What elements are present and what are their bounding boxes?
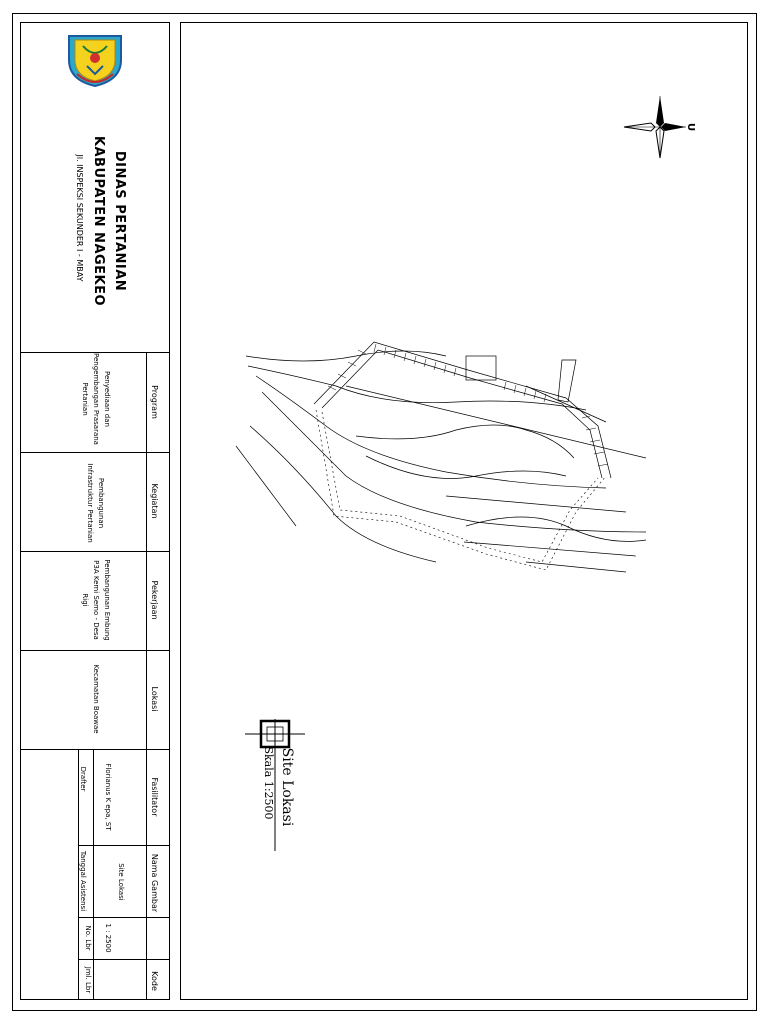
divider	[78, 959, 170, 960]
pekerjaan-value: P3A Kemi Semo - Desa	[92, 560, 100, 640]
pekerjaan-value: Pembangunan Embung	[103, 559, 111, 641]
north-label: U	[685, 122, 696, 132]
divider	[93, 749, 94, 1000]
fasilitator-label: Fasilitator	[150, 777, 159, 817]
nama-gambar-label: Nama Gambar	[150, 853, 159, 913]
kegiatan-value: Pembangunan	[97, 477, 105, 529]
divider	[20, 551, 170, 552]
jml-lbr-label: Jml. Lbr	[84, 966, 92, 994]
divider	[78, 917, 170, 918]
lokasi-label: Lokasi	[150, 686, 159, 712]
kegiatan-label: Kegiatan	[150, 483, 159, 519]
drawing-area	[180, 22, 748, 1000]
divider	[20, 650, 170, 651]
drawing-title: Site Lokasi	[279, 747, 295, 827]
divider	[20, 352, 170, 353]
fasilitator-value: Florianus K epa, ST	[104, 763, 112, 831]
program-label: Program	[150, 385, 159, 419]
north-arrow-icon	[620, 94, 700, 160]
nama-gambar-value: Site Lokasi	[117, 863, 125, 901]
kode-label: Kode	[150, 971, 159, 991]
program-value: Pengembangan Prasarana	[92, 353, 100, 445]
divider	[78, 749, 79, 1000]
program-value: Pertanian	[81, 382, 89, 416]
regency-logo	[63, 30, 127, 88]
lokasi-value: Kecamatan Boawae	[92, 664, 100, 734]
program-value: Penyediaan dan	[103, 371, 111, 427]
divider	[78, 845, 170, 846]
sheet-border	[12, 13, 757, 1011]
org-address: Jl. INSPEKSI SEKUNDER I - MBAY	[75, 154, 84, 282]
divider	[20, 452, 170, 453]
pekerjaan-value: Rigi	[81, 593, 89, 607]
drafter-label: Drafter	[79, 766, 87, 792]
drawing-scale: Skala 1:2500	[262, 746, 275, 820]
divider	[146, 352, 147, 1000]
org-region: KABUPATEN NAGEKEO	[91, 135, 106, 307]
site-plan-drawing	[226, 326, 666, 582]
kegiatan-value: Infrastruktur Pertanian	[86, 463, 94, 543]
scale-value: 1 : 2500	[104, 923, 112, 953]
pekerjaan-label: Pekerjaan	[150, 580, 159, 620]
title-block	[20, 22, 170, 1000]
org-name: DINAS PERTANIAN	[112, 150, 127, 292]
site-caption-marker	[243, 719, 307, 851]
divider	[20, 749, 170, 750]
